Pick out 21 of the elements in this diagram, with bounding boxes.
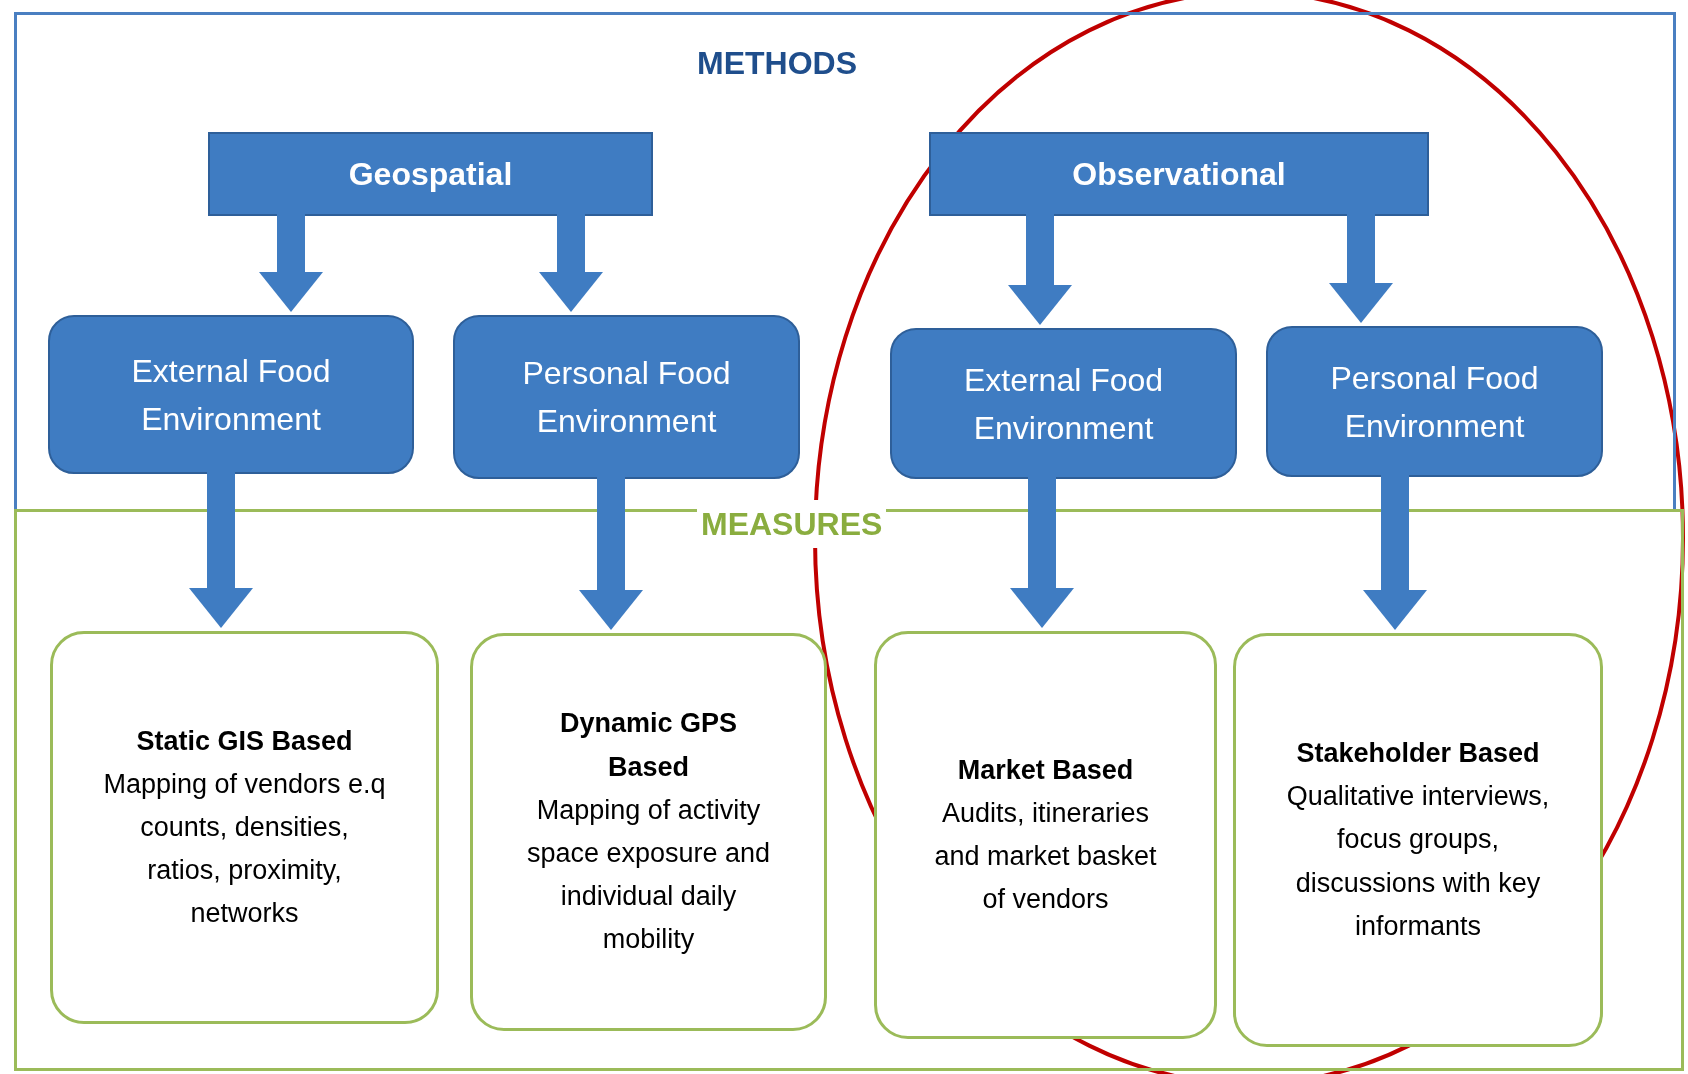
measure-box: Market Based Audits, itineraries and market basket of vendors [874, 631, 1217, 1039]
environment-box: Personal Food Environment [453, 315, 800, 479]
block-arrow [1010, 476, 1074, 628]
block-arrow [1329, 213, 1393, 323]
block-arrow [1363, 474, 1427, 630]
measure-box: Dynamic GPS Based Mapping of activity space exposure and individual daily mobility [470, 633, 827, 1031]
method-box: Geospatial [208, 132, 653, 216]
measure-box: Stakeholder Based Qualitative interviews, focus groups, discussions with key informants [1233, 633, 1603, 1047]
block-arrow [579, 476, 643, 630]
block-arrow [1008, 213, 1072, 325]
block-arrow [189, 471, 253, 628]
environment-box: External Food Environment [890, 328, 1237, 479]
environment-box: External Food Environment [48, 315, 414, 474]
section-heading: MEASURES [697, 500, 887, 548]
environment-box: Personal Food Environment [1266, 326, 1603, 477]
block-arrow [259, 213, 323, 312]
methods-panel [14, 12, 1676, 512]
section-heading: METHODS [697, 44, 857, 83]
measure-box: Static GIS Based Mapping of vendors e.q counts, densities, ratios, proximity, networks [50, 631, 439, 1024]
block-arrow [539, 213, 603, 312]
method-box: Observational [929, 132, 1429, 216]
